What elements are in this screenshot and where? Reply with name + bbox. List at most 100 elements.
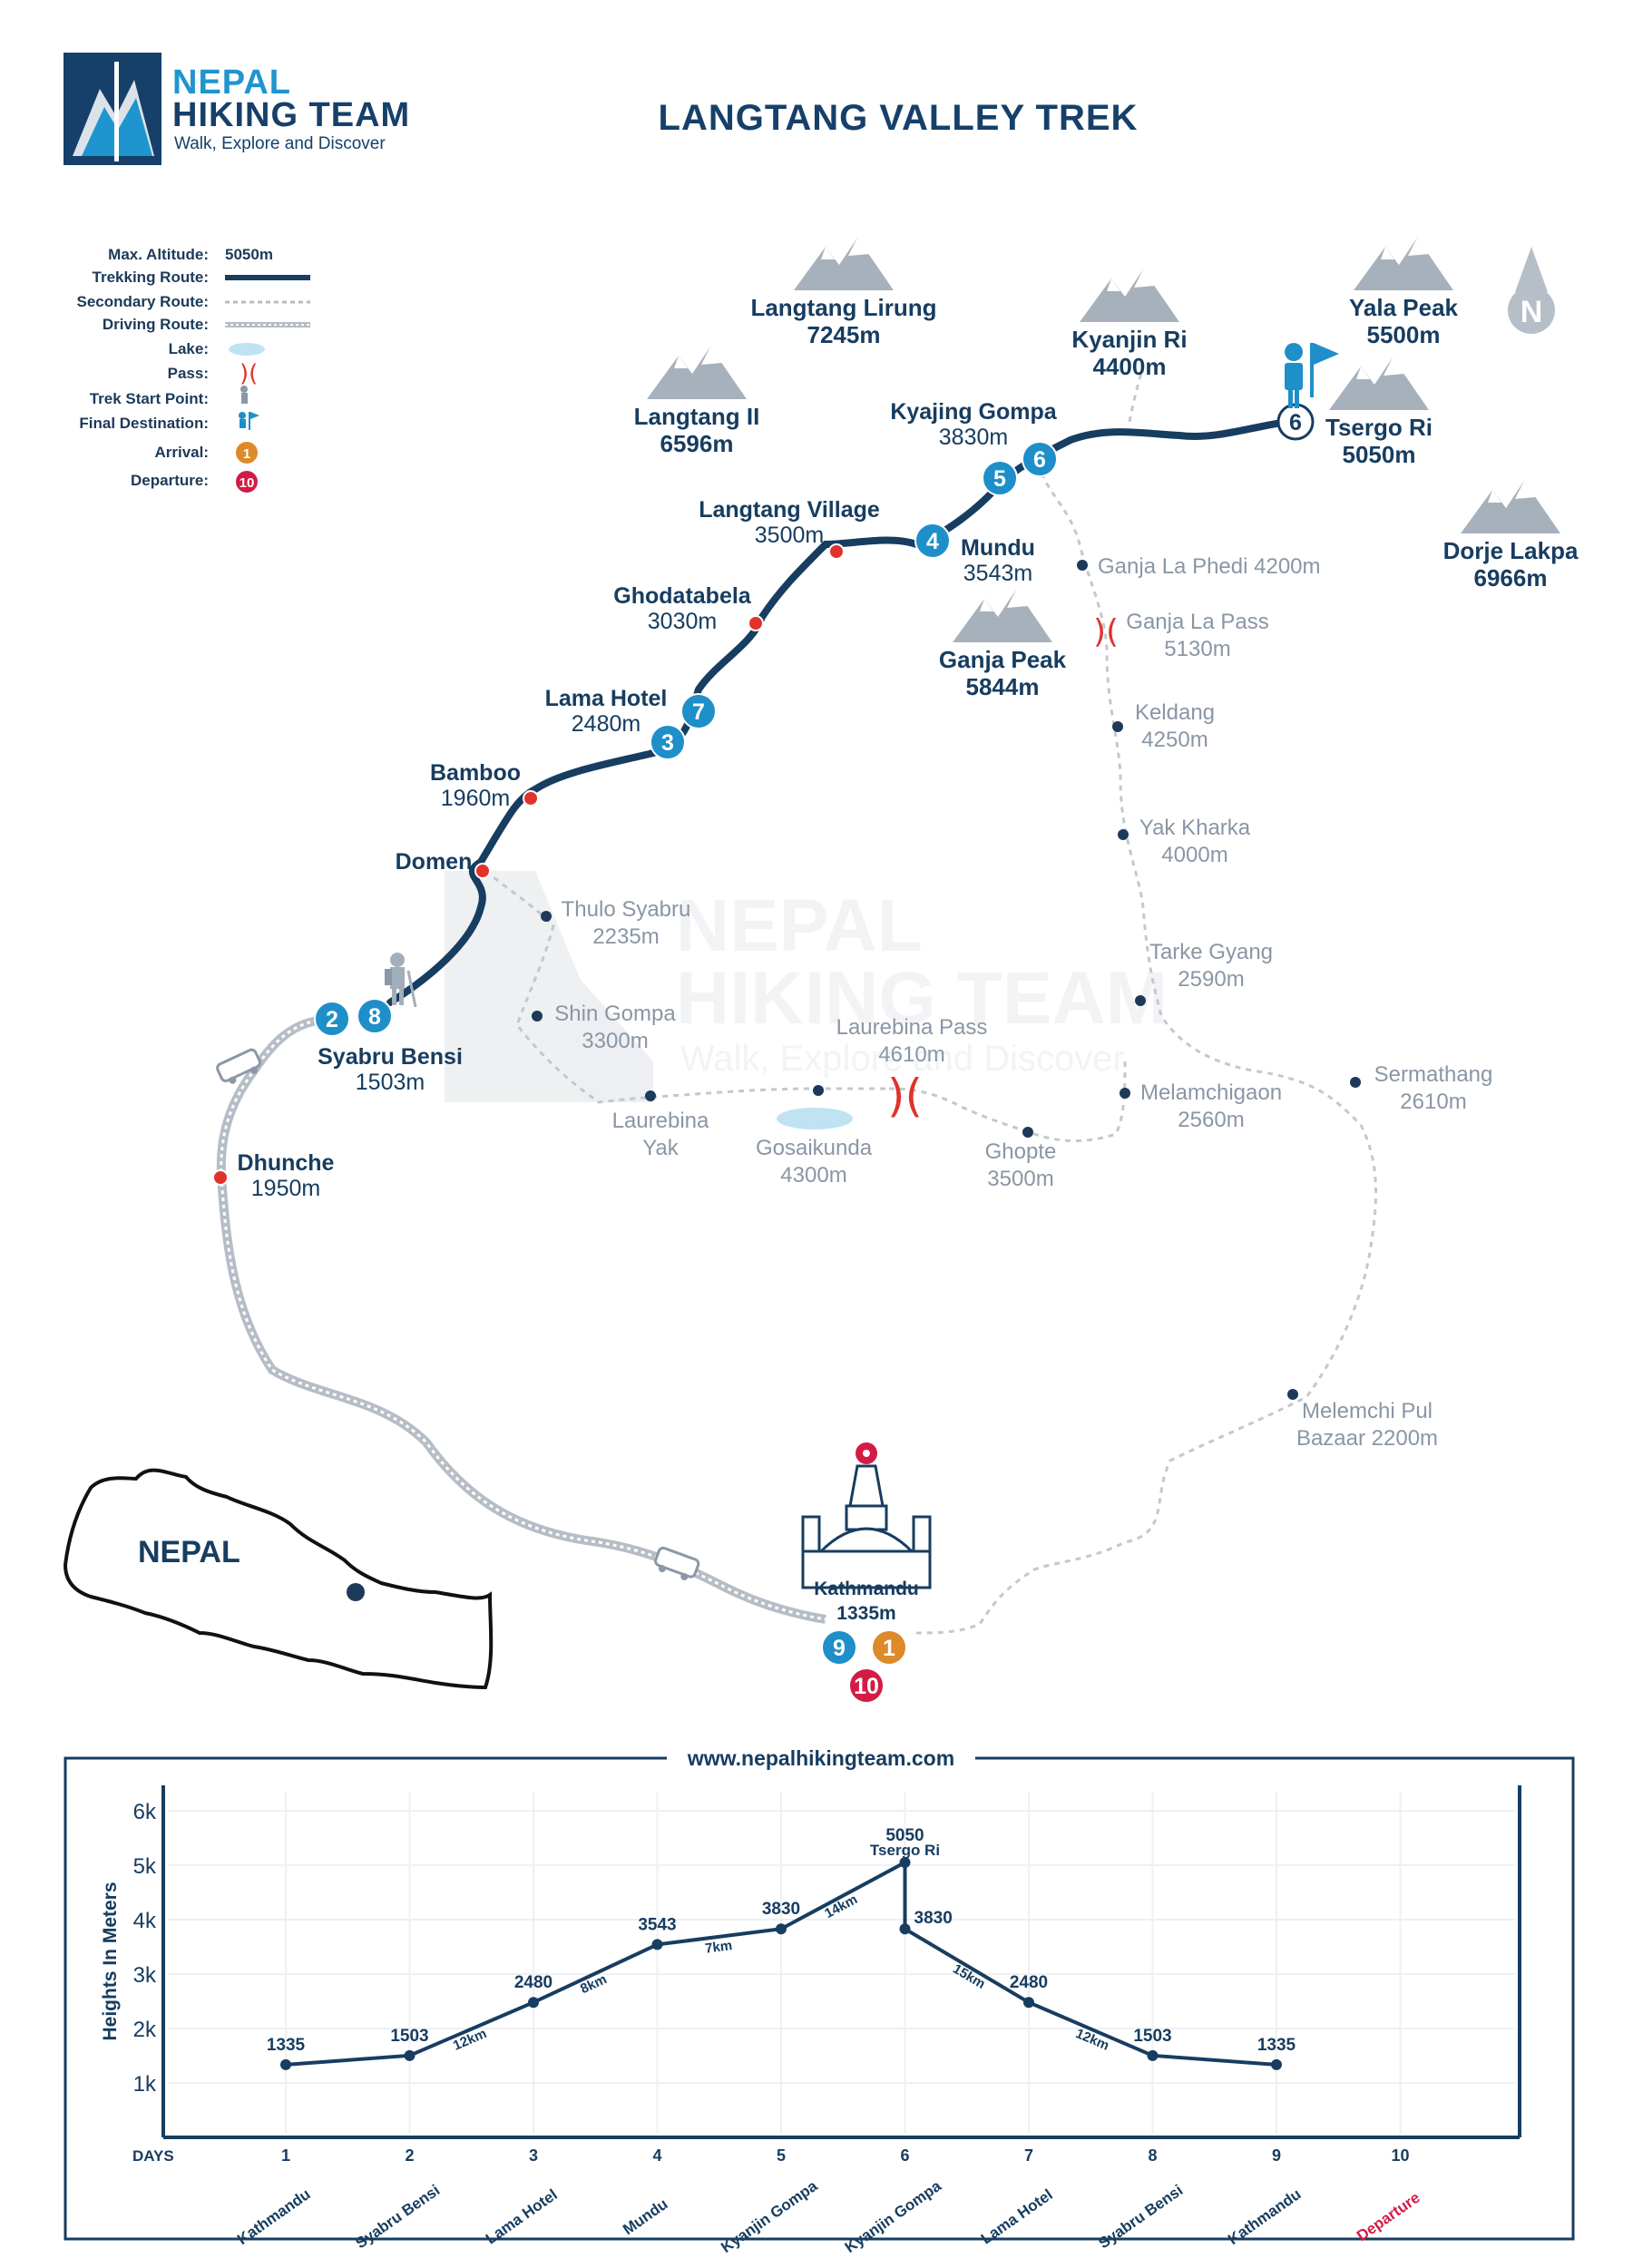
chart-day-label: 4 bbox=[652, 2146, 661, 2165]
chart-point-label: 1503 bbox=[1133, 2027, 1171, 2046]
peak-altitude: 7245m bbox=[807, 321, 881, 348]
svg-text:10: 10 bbox=[240, 475, 255, 491]
chart-point bbox=[776, 1923, 787, 1935]
secondary-stop-name: Melamchigaon bbox=[1140, 1080, 1282, 1105]
chart-point bbox=[528, 1997, 539, 2009]
overnight-dot bbox=[523, 790, 539, 807]
day-badge: 1 bbox=[871, 1629, 907, 1666]
stop-marker: Domen bbox=[396, 849, 491, 879]
svg-text:N: N bbox=[1521, 295, 1543, 329]
chart-point bbox=[1023, 1997, 1034, 2009]
chart-day-label: 10 bbox=[1391, 2146, 1409, 2165]
secondary-stop-altitude: 4610m bbox=[878, 1042, 944, 1067]
day-badge: 3 bbox=[650, 724, 686, 760]
kathmandu-altitude: 1335m bbox=[836, 1603, 895, 1624]
chart-point-label: 1503 bbox=[390, 2027, 428, 2046]
stop-name: Ghodatabela bbox=[613, 583, 752, 609]
chart-ytick-label: 4k bbox=[133, 1909, 157, 1933]
chart-day-label: 5 bbox=[777, 2146, 786, 2165]
chart-point-label: 1335 bbox=[267, 2036, 306, 2055]
chart-day-label: 9 bbox=[1272, 2146, 1281, 2165]
lake-icon bbox=[229, 343, 265, 356]
chart-day-place: Kyanjin Gompa bbox=[842, 2177, 944, 2256]
chart-point-label: 1335 bbox=[1257, 2036, 1296, 2055]
secondary-routes bbox=[484, 367, 1378, 1635]
chart-ylabel: Heights In Meters bbox=[100, 1882, 121, 2040]
secondary-stop-altitude: 4250m bbox=[1141, 728, 1208, 752]
svg-text:3: 3 bbox=[661, 730, 674, 756]
chart-point bbox=[899, 1923, 911, 1935]
brand-tagline: Walk, Explore and Discover bbox=[174, 134, 386, 153]
peak-altitude: 6596m bbox=[660, 430, 734, 457]
legend-driving-label: Driving Route: bbox=[102, 316, 209, 333]
chart-point-label: 2480 bbox=[514, 1973, 552, 1992]
chart-day-place: Kyanjin Gompa bbox=[718, 2177, 820, 2256]
svg-text:6: 6 bbox=[1289, 410, 1302, 435]
svg-text:4: 4 bbox=[926, 529, 939, 554]
stop-altitude: 1503m bbox=[356, 1070, 425, 1095]
legend-max-altitude-value: 5050m bbox=[225, 246, 273, 263]
peak-altitude: 5500m bbox=[1367, 321, 1441, 348]
chart-day-label: 6 bbox=[900, 2146, 909, 2165]
chart-xlabel: DAYS bbox=[132, 2147, 174, 2165]
chart-point bbox=[899, 1857, 911, 1868]
secondary-stop-name: Thulo Syabru bbox=[562, 897, 691, 922]
overnight-dot bbox=[212, 1169, 229, 1186]
chart-point bbox=[1271, 2058, 1282, 2070]
secondary-dot bbox=[1112, 721, 1123, 732]
flag-icon bbox=[239, 412, 259, 430]
legend-start-label: Trek Start Point: bbox=[89, 390, 209, 407]
secondary-dot bbox=[813, 1085, 824, 1096]
legend-symbols: )( 1 10 bbox=[225, 275, 310, 493]
svg-text:HIKING TEAM: HIKING TEAM bbox=[676, 957, 1168, 1040]
peak-altitude: 5050m bbox=[1343, 441, 1416, 468]
secondary-dot bbox=[541, 911, 552, 922]
day-badge: 2 bbox=[314, 1001, 350, 1037]
chart-point bbox=[404, 2049, 416, 2061]
stop-altitude: 2480m bbox=[572, 711, 640, 737]
chart-day-label: 8 bbox=[1148, 2146, 1157, 2165]
secondary-stop-name: Sermathang bbox=[1374, 1062, 1493, 1087]
peak-altitude: 5844m bbox=[966, 673, 1040, 700]
legend-max-altitude-label: Max. Altitude: bbox=[108, 246, 209, 263]
stop-altitude: 3830m bbox=[939, 425, 1008, 450]
secondary-stop-name: Melemchi Pul bbox=[1302, 1399, 1433, 1423]
secondary-dot bbox=[532, 1011, 543, 1022]
legend-trekking-label: Trekking Route: bbox=[92, 269, 209, 286]
lake-icon bbox=[777, 1108, 853, 1129]
stop-name: Domen bbox=[396, 849, 473, 875]
page-title: LANGTANG VALLEY TREK bbox=[658, 98, 1139, 138]
stop-altitude: 1950m bbox=[251, 1176, 320, 1201]
stop-name: Langtang Village bbox=[699, 497, 880, 523]
secondary-stop-altitude: 2610m bbox=[1400, 1090, 1466, 1114]
chart-day-label: 7 bbox=[1024, 2146, 1033, 2165]
day-badge: 8 bbox=[357, 998, 393, 1034]
stop-name: Syabru Bensi bbox=[318, 1044, 463, 1070]
stop-name: Bamboo bbox=[430, 760, 521, 786]
overnight-dot bbox=[474, 863, 491, 879]
secondary-stop-name: Laurebina Pass bbox=[836, 1015, 988, 1040]
hiker-icon bbox=[385, 953, 417, 1008]
chart-peak-place: Tsergo Ri bbox=[870, 1842, 940, 1859]
svg-text:9: 9 bbox=[833, 1636, 846, 1661]
legend-lake-label: Lake: bbox=[168, 340, 209, 357]
pass-icon: )( bbox=[240, 360, 258, 387]
nepal-outline-map: NEPAL bbox=[63, 1468, 494, 1690]
watermark: NEPAL HIKING TEAM Walk, Explore and Disc… bbox=[445, 871, 1168, 1102]
pass-icon: )( bbox=[1093, 613, 1119, 650]
chart-distance-label: 8km bbox=[578, 1971, 609, 1997]
chart-ytick-label: 2k bbox=[133, 2018, 157, 2042]
secondary-dot bbox=[1120, 1088, 1130, 1099]
